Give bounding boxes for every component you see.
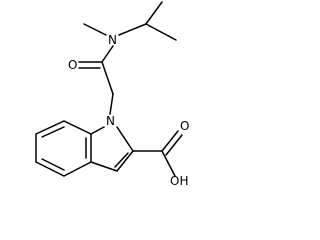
bond-ch2-indole-n bbox=[109, 93, 114, 115]
amide-nitrogen-label: N bbox=[108, 33, 117, 47]
bond-carboxyl-oxygen-2 bbox=[165, 134, 183, 156]
bond-c5-c4-outer bbox=[35, 161, 65, 177]
bond-isopropyl-methyl-1 bbox=[145, 1, 163, 25]
bond-c7-c6-inner bbox=[41, 126, 65, 138]
bond-n1-c7a bbox=[90, 126, 105, 135]
bond-c5-c4-inner bbox=[41, 158, 65, 171]
structure-canvas: N O N O OH bbox=[35, 1, 189, 188]
bond-n-isopropyl bbox=[118, 23, 147, 36]
bond-carboxyl-oxygen-1 bbox=[161, 130, 179, 152]
bond-c3-c3a bbox=[90, 161, 118, 172]
bond-n1-c2 bbox=[116, 126, 134, 152]
bond-isopropyl-methyl-2 bbox=[145, 23, 177, 41]
bond-c4-c3a bbox=[63, 161, 92, 177]
bond-n-carbonyl bbox=[101, 45, 114, 63]
bond-c7a-c7 bbox=[63, 120, 92, 135]
hydroxyl-label: OH bbox=[170, 174, 188, 188]
bond-c7-c6-outer bbox=[35, 120, 65, 135]
molecule-structure: N O N O OH bbox=[35, 1, 189, 188]
bond-carbonyl-ch2 bbox=[101, 61, 114, 95]
bond-c2-c3-inner bbox=[114, 152, 129, 168]
bond-c2-c3-outer bbox=[116, 150, 134, 172]
acid-oxygen-label: O bbox=[180, 119, 189, 133]
bond-n-methyl bbox=[83, 23, 107, 36]
bond-carboxyl-hydroxyl bbox=[161, 150, 176, 177]
amide-oxygen-label: O bbox=[68, 58, 77, 72]
indole-nitrogen-label: N bbox=[106, 114, 115, 128]
